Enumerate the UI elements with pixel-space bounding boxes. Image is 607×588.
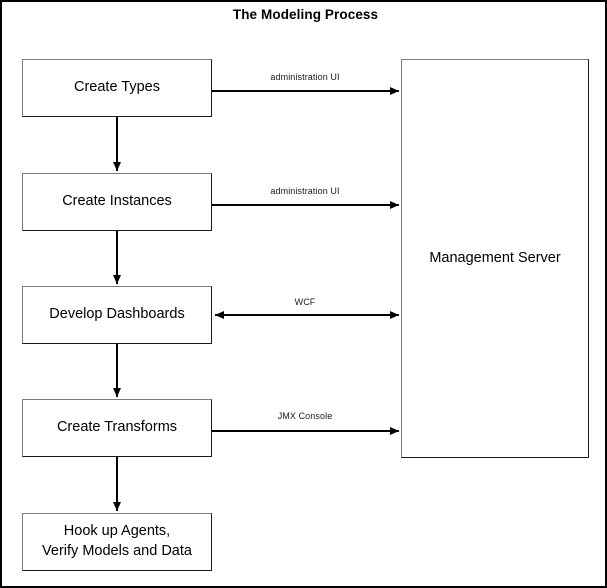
node-label-create-types: Create Types — [74, 79, 160, 96]
node-label-create-instances: Create Instances — [62, 193, 172, 210]
node-label-hook-up-agents: Hook up Agents, Verify Models and Data — [42, 523, 192, 559]
edge-label-administration-ui-types: administration UI — [270, 72, 340, 82]
edge-label-administration-ui-instances: administration UI — [270, 186, 340, 196]
node-label-create-transforms: Create Transforms — [56, 419, 178, 436]
node-management-server[interactable]: Management Server — [401, 59, 589, 458]
edge-label-jmx-console: JMX Console — [277, 411, 333, 421]
node-label-develop-dashboards: Develop Dashboards — [49, 306, 185, 323]
edge-label-wcf: WCF — [294, 297, 316, 307]
node-label-management-server: Management Server — [429, 249, 561, 266]
node-create-transforms[interactable]: Create Transforms — [22, 399, 212, 457]
node-create-instances[interactable]: Create Instances — [22, 173, 212, 231]
node-create-types[interactable]: Create Types — [22, 59, 212, 117]
node-hook-up-agents[interactable]: Hook up Agents, Verify Models and Data — [22, 513, 212, 571]
node-develop-dashboards[interactable]: Develop Dashboards — [22, 286, 212, 344]
page-title: The Modeling Process — [232, 7, 379, 22]
